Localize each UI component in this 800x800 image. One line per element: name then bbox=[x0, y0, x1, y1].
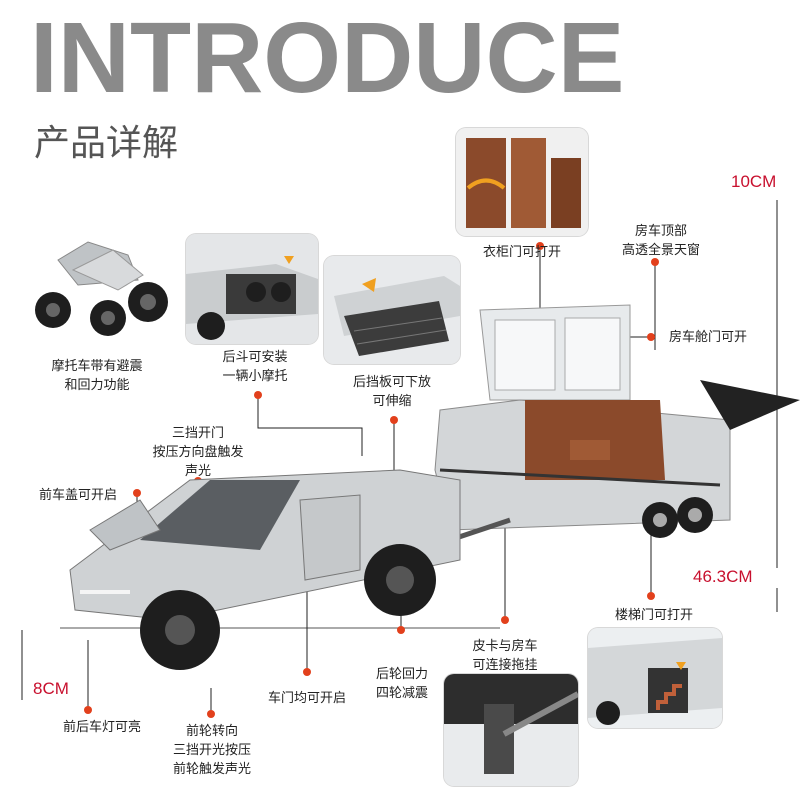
tailgate-inset bbox=[324, 256, 460, 364]
wardrobe-callout: 衣柜门可打开 bbox=[482, 245, 561, 260]
truck-bed-inset bbox=[186, 234, 318, 344]
page-subtitle: 产品详解 bbox=[34, 123, 179, 164]
hitch-callout: 皮卡与房车可连接拖挂 bbox=[472, 639, 538, 673]
page-title: INTRODUCE bbox=[30, 2, 625, 114]
bed-callout: 后斗可安装一辆小摩托 bbox=[222, 350, 288, 384]
stairs-inset bbox=[588, 628, 722, 728]
hitch-inset bbox=[444, 674, 578, 786]
tailgate-callout: 后挡板可下放可伸缩 bbox=[352, 375, 431, 409]
stairs-callout: 楼梯门可打开 bbox=[614, 608, 693, 623]
atv-image bbox=[18, 230, 178, 340]
pickup-truck-image bbox=[60, 440, 520, 680]
height-dimension-label: 10CM bbox=[731, 172, 777, 191]
wardrobe-inset bbox=[456, 128, 588, 236]
width-dimension-label: 8CM bbox=[33, 679, 69, 698]
camper-trailer-image bbox=[430, 270, 800, 580]
doors-callout: 车门均可开启 bbox=[267, 691, 346, 706]
atv-callout: 摩托车带有避震和回力功能 bbox=[51, 359, 143, 393]
length-dimension-label: 46.3CM bbox=[693, 567, 753, 586]
cabin-door-callout: 房车舱门可开 bbox=[668, 330, 747, 345]
skylight-callout: 房车顶部高透全景天窗 bbox=[621, 224, 700, 258]
lights-callout: 前后车灯可亮 bbox=[62, 720, 141, 735]
rear-wheel-callout: 后轮回力四轮减震 bbox=[375, 667, 428, 701]
hood-callout: 前车盖可开启 bbox=[38, 488, 117, 503]
three-door-callout: 三挡开门按压方向盘触发声光 bbox=[152, 426, 244, 479]
front-wheel-callout: 前轮转向三挡开光按压前轮触发声光 bbox=[172, 724, 251, 777]
